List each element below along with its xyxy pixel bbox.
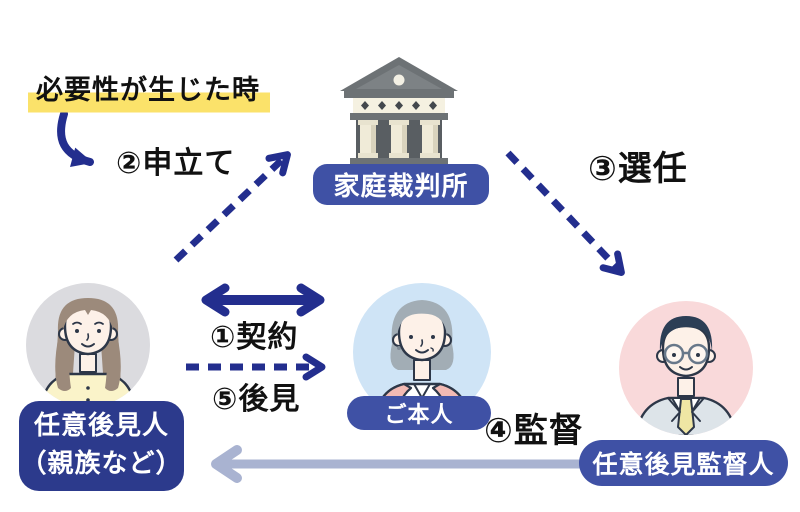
step-contract-label: ①契約	[210, 320, 299, 355]
supervisor-avatar	[619, 301, 753, 435]
family-court-label: 家庭裁判所	[313, 164, 489, 205]
step-appointment-label: ③選任	[588, 149, 688, 189]
family-court-label-text: 家庭裁判所	[333, 172, 469, 202]
curved-arrow-icon	[57, 110, 94, 167]
guardian-label: 任意後見人 （親族など）	[19, 401, 184, 491]
step-application-label: ②申立て	[116, 146, 236, 181]
courthouse-icon	[340, 57, 458, 165]
step-supervision-label: ④監督	[484, 411, 584, 451]
guardian-label-line2: （親族など）	[20, 449, 183, 479]
guardian-label-line1: 任意後見人	[33, 411, 169, 442]
step-guardianship-label: ⑤後見	[212, 382, 301, 417]
supervisor-label: 任意後見監督人	[579, 440, 788, 486]
principal-label-text: ご本人	[384, 403, 454, 428]
principal-label: ご本人	[347, 396, 491, 430]
supervisor-label-text: 任意後見監督人	[592, 450, 775, 479]
guardian-avatar	[26, 283, 150, 407]
note-highlight: 必要性が生じた時	[28, 66, 270, 114]
